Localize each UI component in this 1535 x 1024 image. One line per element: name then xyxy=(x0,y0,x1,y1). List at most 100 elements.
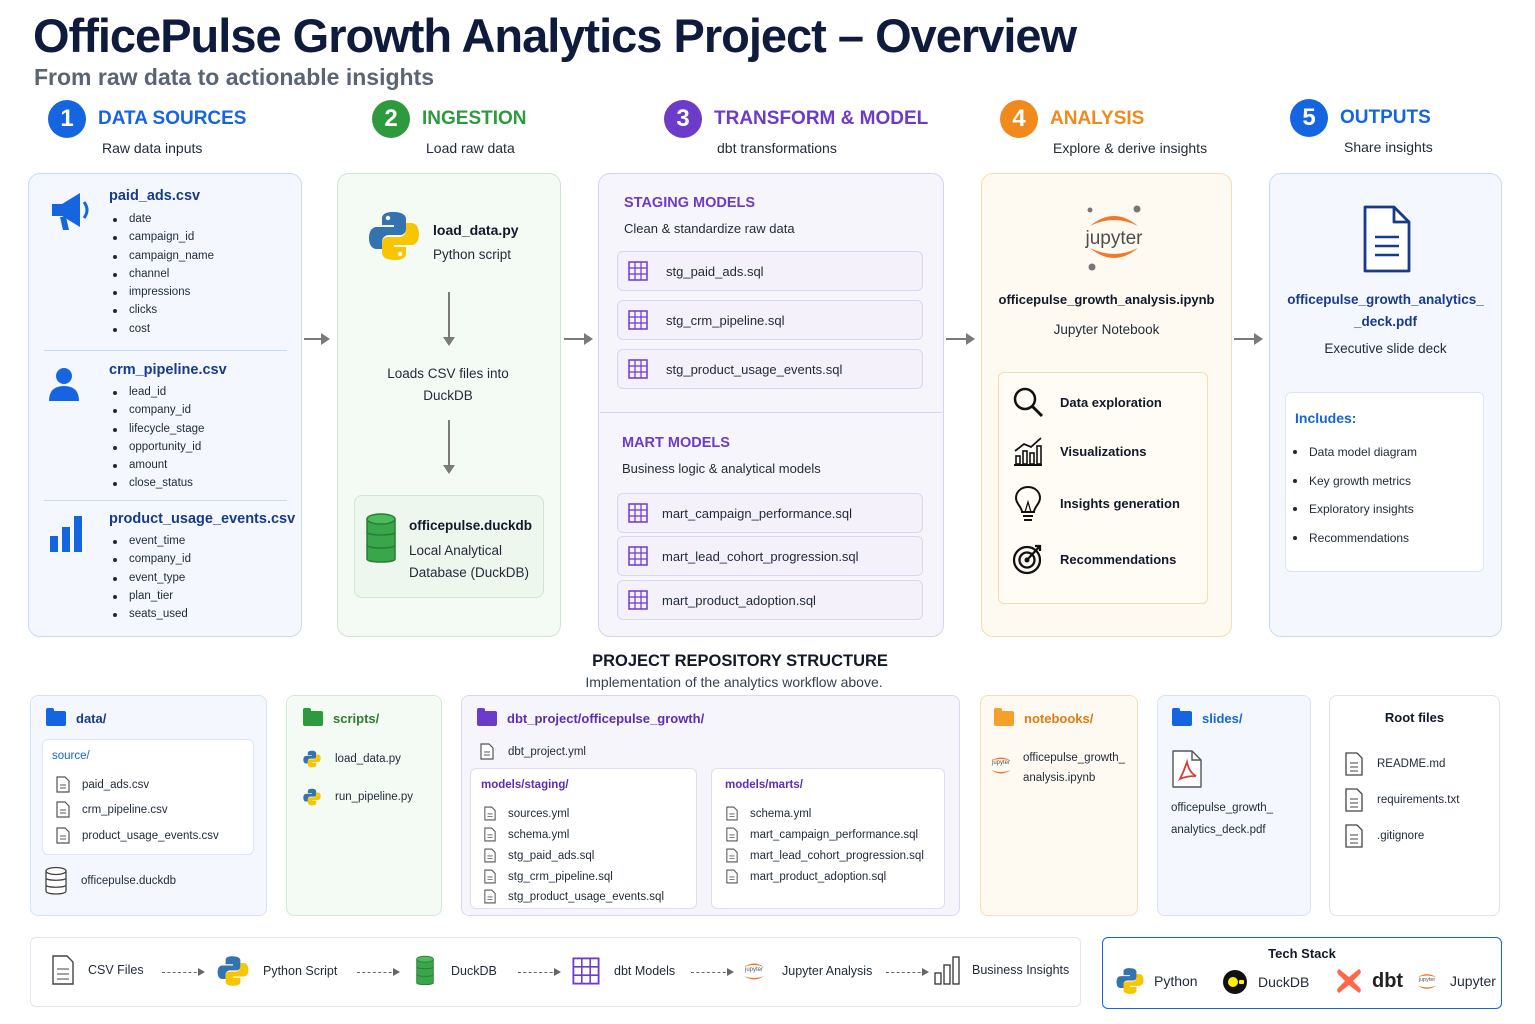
file-icon xyxy=(1345,788,1363,812)
file-icon xyxy=(484,848,496,863)
person-icon xyxy=(49,368,79,401)
file-row: schema.yml xyxy=(484,827,569,842)
mart-desc: Business logic & analytical models xyxy=(622,461,821,476)
flow-item-insights: Business Insights xyxy=(934,955,1069,985)
dashed-arrow xyxy=(162,968,205,976)
step-number: 5 xyxy=(1290,99,1328,137)
folder-label: dbt_project/officepulse_growth/ xyxy=(477,708,704,726)
file-row: README.md xyxy=(1345,752,1445,776)
divider xyxy=(44,500,287,501)
file-icon xyxy=(52,955,74,985)
file-icon xyxy=(56,776,70,793)
down-arrow xyxy=(443,292,455,346)
ingestion-note-line2: DuckDB xyxy=(423,388,473,403)
field-item: close_status xyxy=(110,474,204,492)
down-arrow xyxy=(443,420,455,474)
file-name: stg_crm_pipeline.sql xyxy=(508,870,613,883)
includes-box xyxy=(1285,392,1484,572)
flow-item-dbt: dbt Models xyxy=(572,957,675,985)
file-row: stg_product_usage_events.sql xyxy=(484,889,664,904)
deck-file-line2: _deck.pdf xyxy=(1353,314,1418,329)
file-name: schema.yml xyxy=(750,807,812,820)
file-icon xyxy=(56,827,70,844)
chart-icon xyxy=(1014,437,1042,466)
folder-label: slides/ xyxy=(1172,708,1242,726)
tech-item-python: Python xyxy=(1116,967,1198,995)
folder-icon xyxy=(477,708,497,726)
flow-item-python: Python Script xyxy=(217,955,337,987)
python-logo-icon xyxy=(303,750,321,768)
file-icon xyxy=(56,801,70,818)
file-row: run_pipeline.py xyxy=(303,788,413,806)
model-name: stg_paid_ads.sql xyxy=(666,263,764,279)
includes-item: Data model diagram xyxy=(1290,442,1417,471)
magnifier-icon xyxy=(1013,387,1044,418)
python-logo-icon xyxy=(217,956,249,986)
notebook-name: officepulse_growth_analysis.ipynb xyxy=(998,292,1215,307)
field-list: lead_id company_id lifecycle_stage oppor… xyxy=(110,383,204,493)
field-item: lead_id xyxy=(110,383,204,401)
step-transform: 3 TRANSFORM & MODEL xyxy=(664,100,928,138)
field-item: clicks xyxy=(110,301,214,319)
analysis-item-label: Data exploration xyxy=(1060,394,1162,410)
bar-chart-icon xyxy=(934,956,960,985)
repo-title: PROJECT REPOSITORY STRUCTURE xyxy=(592,652,888,670)
mart-model: mart_product_adoption.sql xyxy=(617,580,923,620)
repo-subtitle: Implementation of the analytics workflow… xyxy=(585,674,883,690)
file-icon xyxy=(480,743,494,760)
step-data-sources: 1 DATA SOURCES xyxy=(48,100,246,138)
slides-file-line2: analytics_deck.pdf xyxy=(1171,824,1266,836)
dbt-logo-icon xyxy=(1337,969,1361,993)
folder-name: scripts/ xyxy=(333,711,380,726)
db-desc-line1: Local Analytical xyxy=(409,543,503,558)
file-icon xyxy=(726,827,738,842)
marts-subfolder xyxy=(711,768,945,909)
file-row: officepulse.duckdb xyxy=(45,866,176,896)
model-name: mart_campaign_performance.sql xyxy=(662,505,853,521)
file-name: requirements.txt xyxy=(1377,794,1460,806)
step-subtitle: Share insights xyxy=(1344,139,1433,155)
source-subfolder xyxy=(42,739,254,855)
field-item: company_id xyxy=(110,550,191,568)
tech-label: Jupyter xyxy=(1450,973,1496,989)
table-grid-icon xyxy=(628,590,648,610)
file-row: mart_lead_cohort_progression.sql xyxy=(726,848,924,863)
table-grid-icon xyxy=(628,310,648,330)
subfolder-label: models/staging/ xyxy=(481,779,569,791)
analysis-item: Visualizations xyxy=(1012,436,1146,466)
file-icon xyxy=(1345,752,1363,776)
field-item: date xyxy=(110,210,214,228)
step-number: 2 xyxy=(372,100,410,138)
step-number: 4 xyxy=(1000,100,1038,138)
analysis-item-label: Visualizations xyxy=(1060,443,1147,459)
flow-label: CSV Files xyxy=(88,963,144,977)
folder-icon xyxy=(994,708,1014,726)
database-icon xyxy=(45,866,67,895)
field-item: opportunity_id xyxy=(110,438,204,456)
staging-desc: Clean & standardize raw data xyxy=(624,221,795,236)
bar-chart-icon xyxy=(50,516,82,552)
file-row: load_data.py xyxy=(303,750,401,768)
model-name: stg_product_usage_events.sql xyxy=(666,361,843,377)
table-grid-icon xyxy=(628,503,648,523)
file-row: stg_paid_ads.sql xyxy=(484,848,594,863)
notebook-desc: Jupyter Notebook xyxy=(1053,322,1160,337)
python-logo-icon xyxy=(1116,968,1144,994)
file-name: stg_paid_ads.sql xyxy=(508,849,595,862)
megaphone-icon xyxy=(52,193,89,230)
step-subtitle: Load raw data xyxy=(426,140,515,156)
jupyter-logo-icon: jupyter xyxy=(740,958,768,984)
step-subtitle: Explore & derive insights xyxy=(1053,140,1208,156)
tech-label: Python xyxy=(1154,973,1198,989)
staging-model: stg_product_usage_events.sql xyxy=(617,349,923,389)
step-subtitle: dbt transformations xyxy=(717,140,837,156)
file-row: dbt_project.yml xyxy=(480,743,586,760)
file-name: load_data.py xyxy=(335,753,401,765)
mart-model: mart_lead_cohort_progression.sql xyxy=(617,536,923,576)
database-icon xyxy=(366,513,396,563)
analysis-item: Recommendations xyxy=(1012,542,1176,576)
includes-list: Data model diagram Key growth metrics Ex… xyxy=(1290,442,1417,557)
dashed-arrow xyxy=(691,968,734,976)
flow-item-jupyter: jupyter Jupyter Analysis xyxy=(740,958,872,984)
file-row: schema.yml xyxy=(726,806,811,821)
